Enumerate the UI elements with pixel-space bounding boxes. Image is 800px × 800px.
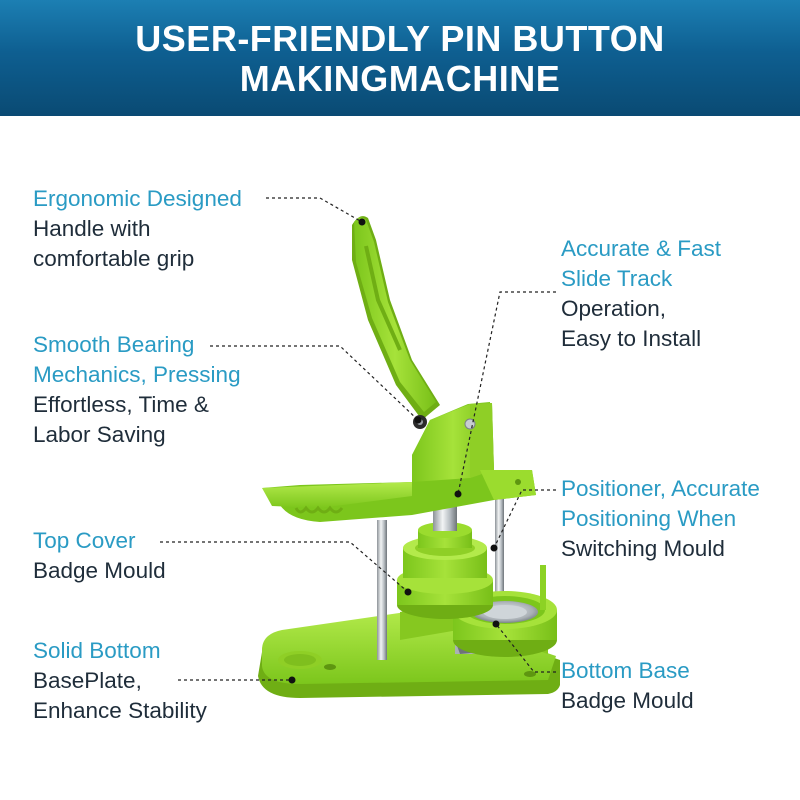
callout-highlight-text: Ergonomic Designed	[33, 186, 242, 211]
callout-body-text: Operation,	[561, 296, 667, 321]
callout-highlight-text: Positioner, Accurate	[561, 476, 760, 501]
callout-ergonomic-handle: Ergonomic Designed Handle with comfortab…	[33, 184, 242, 274]
callout-body-text: Effortless, Time &	[33, 392, 209, 417]
title-banner: USER-FRIENDLY PIN BUTTON MAKINGMACHINE	[0, 0, 800, 116]
callout-highlight-text: Smooth Bearing	[33, 332, 195, 357]
callout-highlight-text: Bottom Base	[561, 658, 690, 683]
callout-body-text: comfortable grip	[33, 246, 195, 271]
callout-top-cover: Top Cover Badge Mould	[33, 526, 166, 586]
callout-body-text: Switching Mould	[561, 536, 725, 561]
callout-body-text: Badge Mould	[33, 558, 166, 583]
base-plate	[258, 610, 560, 698]
callout-highlight-text: Mechanics, Pressing	[33, 362, 241, 387]
press-frame	[262, 402, 536, 522]
callout-smooth-bearing: Smooth Bearing Mechanics, Pressing Effor…	[33, 330, 241, 450]
callout-body-text: Easy to Install	[561, 326, 702, 351]
title-line-2: MAKINGMACHINE	[239, 58, 561, 99]
title-line-1: USER-FRIENDLY PIN BUTTON	[135, 18, 665, 59]
callout-body-text: Enhance Stability	[33, 698, 207, 723]
top-cover-mould	[397, 505, 493, 619]
callout-positioner: Positioner, Accurate Positioning When Sw…	[561, 474, 760, 564]
callout-highlight-text: Solid Bottom	[33, 638, 161, 663]
callout-highlight-text: Slide Track	[561, 266, 673, 291]
callout-slide-track: Accurate & Fast Slide Track Operation, E…	[561, 234, 721, 354]
ergonomic-handle	[352, 216, 440, 429]
callout-body-text: Handle with	[33, 216, 151, 241]
callout-highlight-text: Top Cover	[33, 528, 136, 553]
callout-body-text: BasePlate,	[33, 668, 142, 693]
callout-highlight-text: Accurate & Fast	[561, 236, 722, 261]
callout-body-text: Badge Mould	[561, 688, 694, 713]
callout-base-plate: Solid Bottom BasePlate, Enhance Stabilit…	[33, 636, 207, 726]
callout-bottom-base: Bottom Base Badge Mould	[561, 656, 694, 716]
callout-body-text: Labor Saving	[33, 422, 166, 447]
callout-highlight-text: Positioning When	[561, 506, 737, 531]
